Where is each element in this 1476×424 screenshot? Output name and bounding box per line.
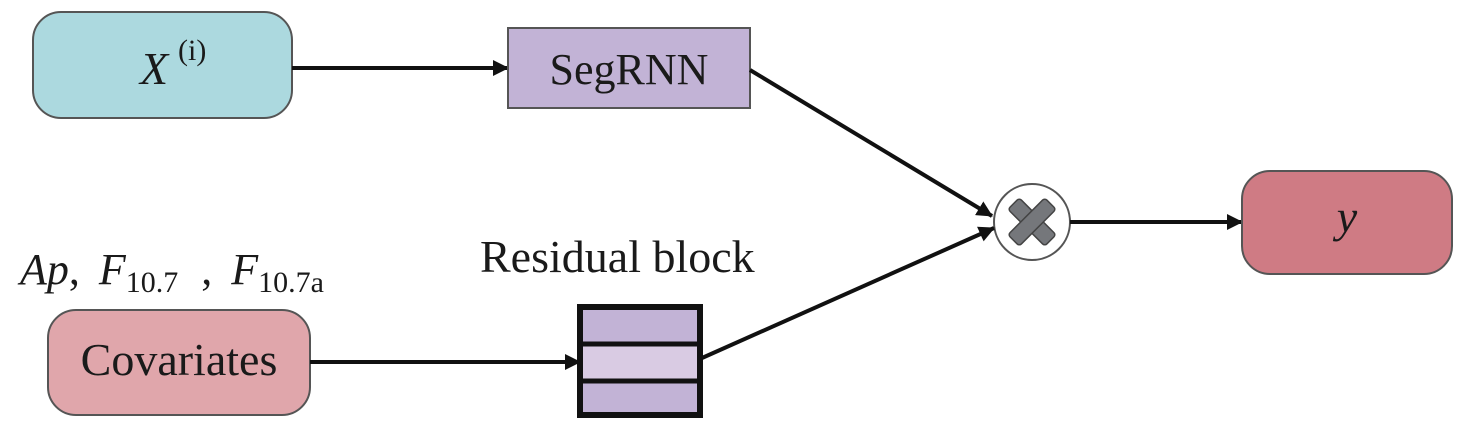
segrnn-node: SegRNN xyxy=(507,27,751,109)
separator: , xyxy=(201,245,212,294)
svg-text:Ap, F10.7 ,: Ap, F10.7 , F10.7a xyxy=(17,245,324,302)
output-label: y xyxy=(1333,191,1358,242)
covariates-node: Covariates xyxy=(47,309,311,416)
separator: , xyxy=(69,245,80,294)
arrow-residual-to-multiply xyxy=(701,226,995,360)
covariate-f107a-sub: 10.7a xyxy=(258,266,324,299)
covariate-ap: Ap xyxy=(17,245,69,294)
multiply-node xyxy=(993,183,1071,261)
covariate-f107: F xyxy=(98,245,127,294)
output-node: y xyxy=(1241,170,1453,275)
covariate-list: Ap, F10.7 , F10.7a xyxy=(17,245,324,302)
multiply-icon xyxy=(1008,198,1056,246)
covariate-f107-sub: 10.7 xyxy=(126,266,179,299)
segrnn-label: SegRNN xyxy=(550,45,709,94)
input-label: X xyxy=(138,43,170,94)
input-superscript: (i) xyxy=(178,34,206,67)
residual-block-middle-layer xyxy=(583,345,697,381)
arrow-segrnn-to-multiply xyxy=(748,68,994,218)
covariate-f107a: F xyxy=(230,245,259,294)
input-node: X (i) xyxy=(32,11,293,119)
residual-block-label: Residual block xyxy=(480,231,755,282)
residual-block-node xyxy=(577,304,703,418)
covariates-label: Covariates xyxy=(81,334,278,385)
